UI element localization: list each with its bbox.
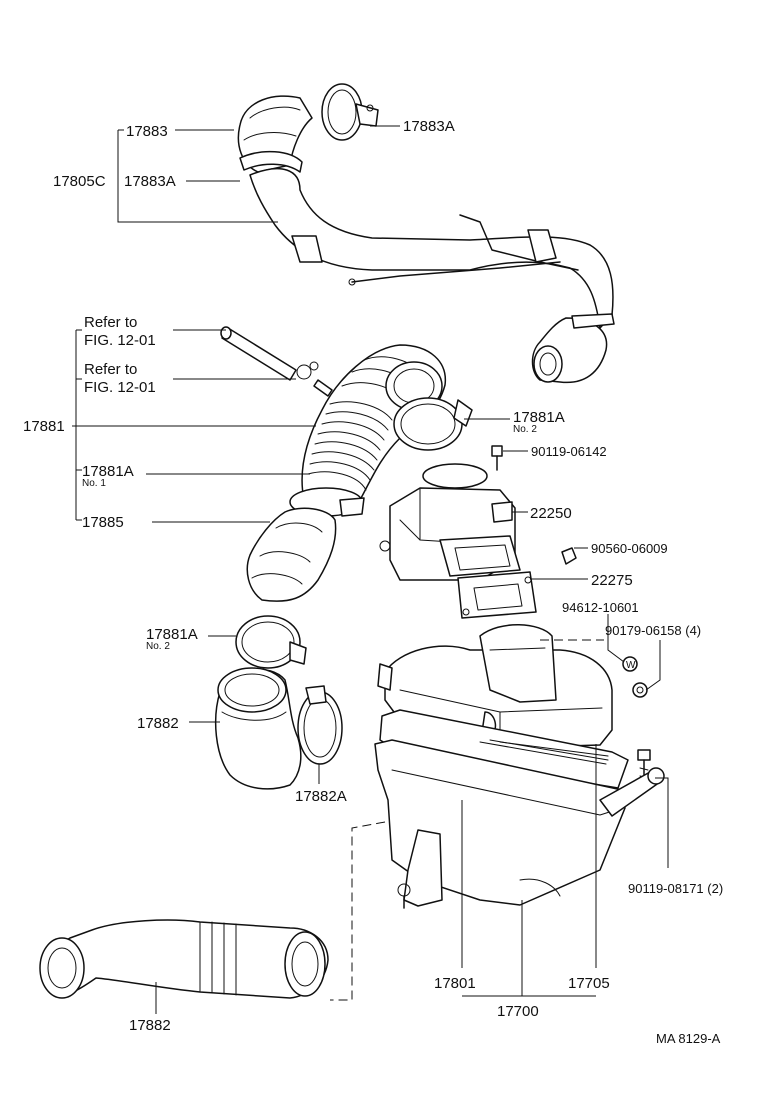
label-22275: 22275 xyxy=(591,572,633,589)
label-90179-06158: 90179-06158 (4) xyxy=(605,623,701,638)
label-17882-bot: 17882 xyxy=(129,1017,171,1034)
washer-94612-10601: W xyxy=(622,656,638,672)
nut-90560-06009 xyxy=(561,547,577,565)
hose-clamp-17883a xyxy=(321,83,379,141)
label-no1: No. 1 xyxy=(82,478,106,489)
gasket-22275 xyxy=(457,571,537,619)
hose-clamp-17882a xyxy=(297,685,343,765)
leader-lines xyxy=(72,125,669,1014)
label-refer1-b: FIG. 12-01 xyxy=(84,332,156,349)
air-intake-pipe-assembly xyxy=(237,95,615,384)
air-cleaner-case-17801 xyxy=(374,739,665,909)
label-17885: 17885 xyxy=(82,514,124,531)
label-17705: 17705 xyxy=(568,975,610,992)
label-17801: 17801 xyxy=(434,975,476,992)
label-17881a-no1: 17881A xyxy=(82,463,134,480)
connection-dashed-line xyxy=(330,821,386,1001)
label-94612-10601: 94612-10601 xyxy=(562,600,639,615)
air-inlet-duct-17882 xyxy=(39,919,329,999)
air-elbow-17882 xyxy=(214,667,302,790)
bolt-90119-06142 xyxy=(491,445,503,471)
label-17882a: 17882A xyxy=(295,788,347,805)
label-17883a-mid: 17883A xyxy=(124,173,176,190)
label-17883: 17883 xyxy=(126,123,168,140)
label-no2-right: No. 2 xyxy=(513,424,537,435)
label-17881a-left: 17881A xyxy=(146,626,198,643)
label-90560-06009: 90560-06009 xyxy=(591,541,668,556)
air-cleaner-element xyxy=(379,709,629,789)
label-17882-mid: 17882 xyxy=(137,715,179,732)
hose-clamp-17881a-no2 xyxy=(235,615,307,669)
label-17883a-top: 17883A xyxy=(403,118,455,135)
part-number-labels: 17883 17883A 17805C 17883A Refer to FIG.… xyxy=(23,118,723,1046)
breather-hoses xyxy=(220,326,333,397)
svg-text:W: W xyxy=(626,660,636,671)
label-refer2-b: FIG. 12-01 xyxy=(84,379,156,396)
label-90119-08171: 90119-08171 (2) xyxy=(628,881,723,896)
label-no2-left: No. 2 xyxy=(146,641,170,652)
air-flow-meter-22250 xyxy=(379,463,521,581)
label-17700: 17700 xyxy=(497,1003,539,1020)
label-22250: 22250 xyxy=(530,505,572,522)
label-90119-06142: 90119-06142 xyxy=(531,444,607,459)
reference-code: MA 8129-A xyxy=(656,1031,721,1046)
label-refer1-a: Refer to xyxy=(84,314,137,331)
corrugated-air-hose-17881 xyxy=(289,344,473,517)
label-refer2-a: Refer to xyxy=(84,361,137,378)
label-17881a-right: 17881A xyxy=(513,409,565,426)
nut-90179-06158 xyxy=(632,682,648,698)
label-17881: 17881 xyxy=(23,418,65,435)
air-hose-17885 xyxy=(246,507,337,602)
label-17805c: 17805C xyxy=(53,173,106,190)
